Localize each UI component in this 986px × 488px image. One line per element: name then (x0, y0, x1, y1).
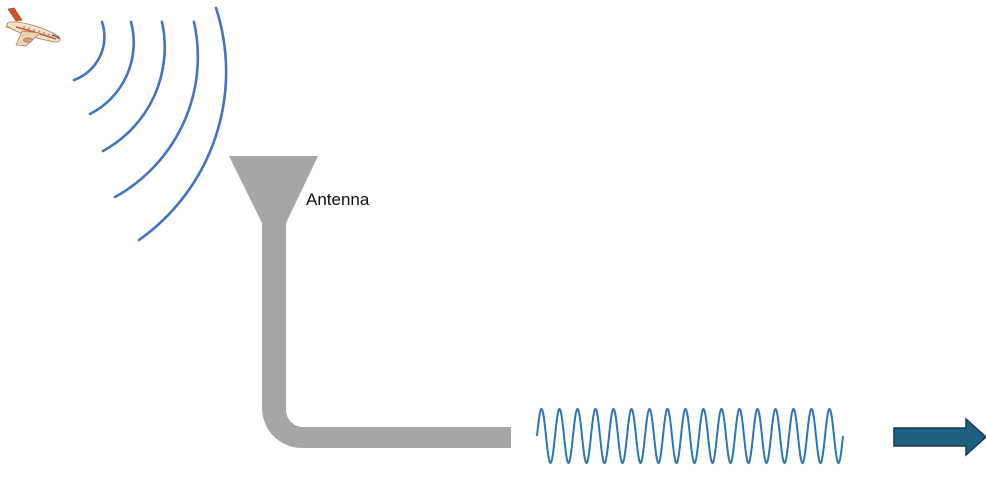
antenna-cable (262, 222, 511, 448)
rf-signal-wave (536, 407, 844, 465)
wave-arc-2 (88, 20, 136, 116)
wave-arc-5 (137, 6, 228, 242)
arrow-right-icon (893, 417, 986, 457)
airplane-icon (5, 7, 61, 47)
antenna-horn (229, 156, 318, 223)
antenna-label: Antenna (306, 190, 370, 209)
wave-arc-4 (113, 20, 200, 199)
wave-arc-1 (72, 20, 106, 82)
wave-arc-3 (101, 20, 167, 153)
radio-waves (72, 6, 228, 242)
